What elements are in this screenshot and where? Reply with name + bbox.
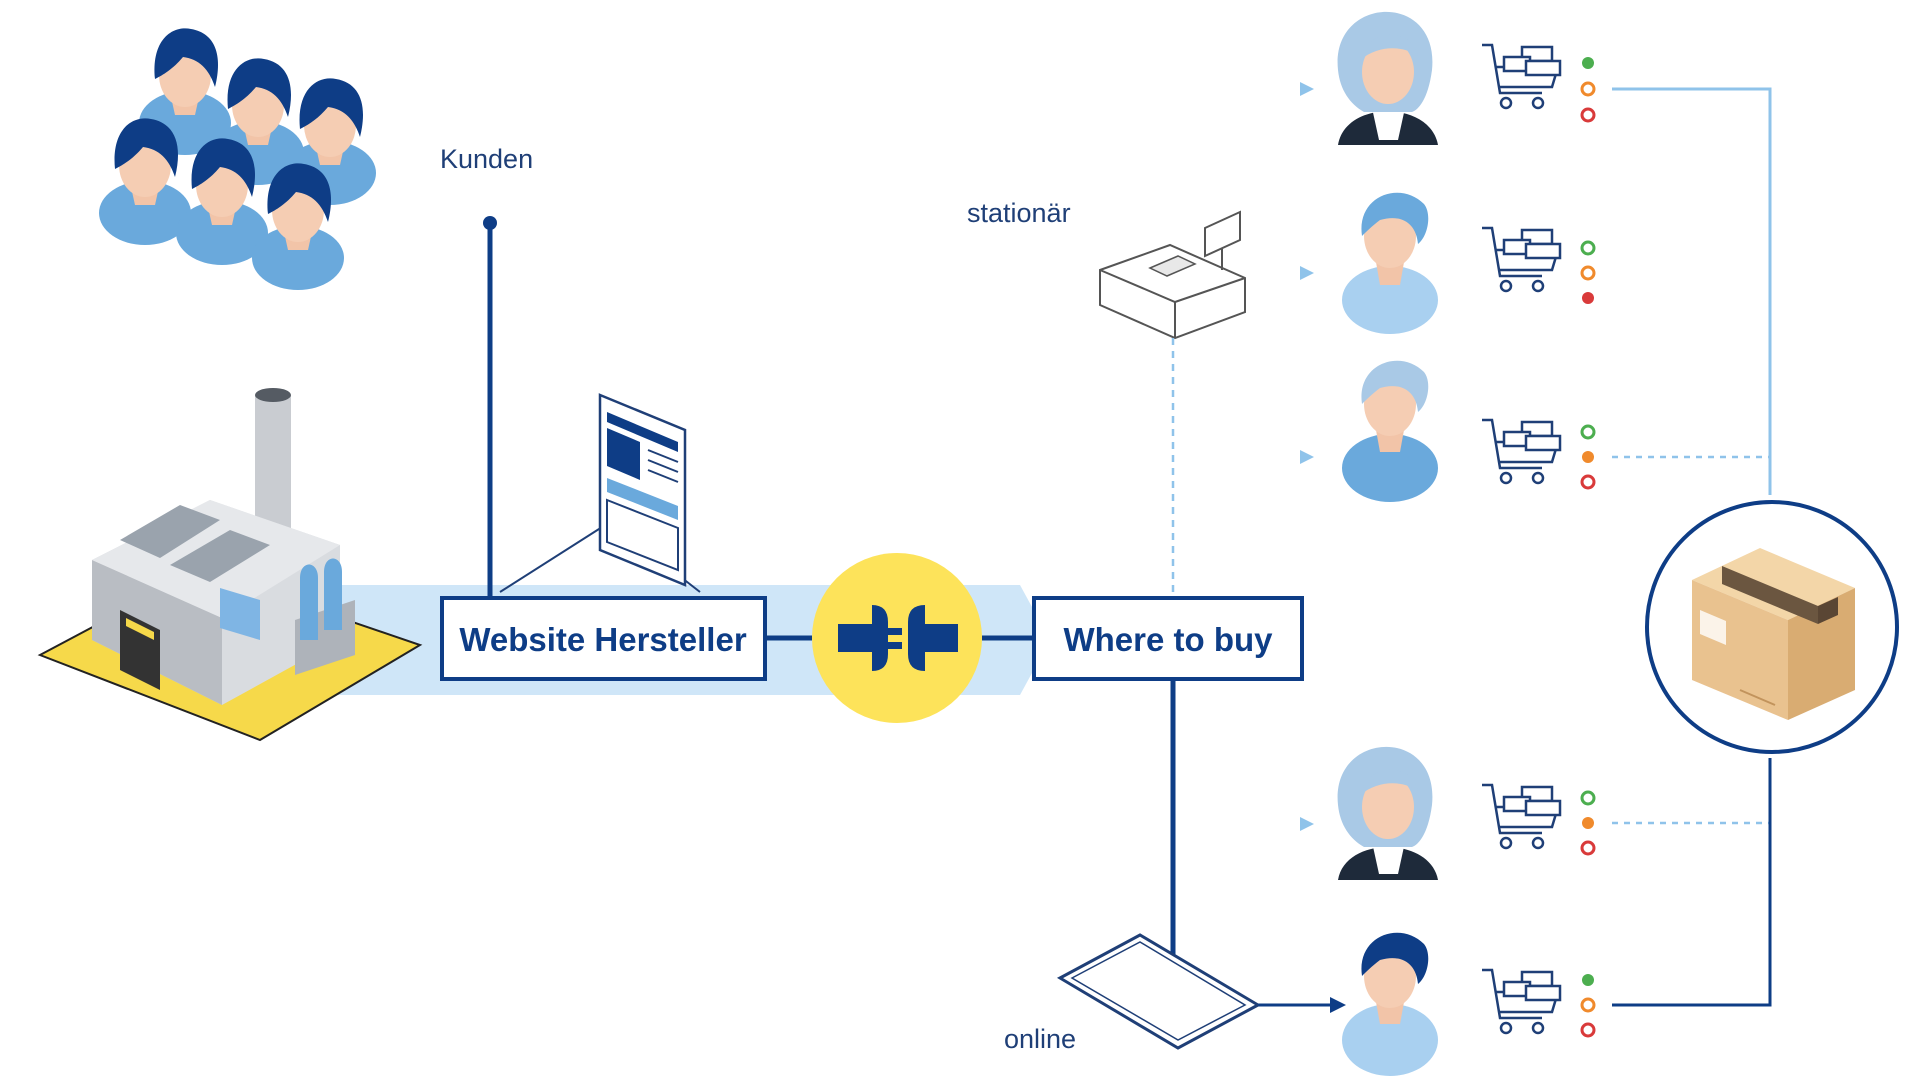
retailer-person-icon xyxy=(1342,932,1438,1076)
retailer-row-4 xyxy=(1300,746,1596,880)
retailer-row-5 xyxy=(1342,932,1596,1076)
plug-connector-icon xyxy=(812,553,982,723)
shopping-cart-icon xyxy=(1480,43,1562,110)
manufacturer-website-label: Website Hersteller xyxy=(459,621,747,658)
status-orange-icon xyxy=(1580,997,1596,1013)
status-green-icon xyxy=(1582,57,1594,69)
tablet-arrow xyxy=(1330,997,1346,1013)
pointer-icon xyxy=(1300,450,1314,464)
pointer-icon xyxy=(1300,82,1314,96)
status-green-icon xyxy=(1580,240,1596,256)
status-red-icon xyxy=(1580,840,1596,856)
retailer-person-icon xyxy=(1342,360,1438,502)
retailer-person-icon xyxy=(1337,746,1438,880)
retailer-5-package-link xyxy=(1612,758,1772,1007)
pointer-icon xyxy=(1300,817,1314,831)
status-green-icon xyxy=(1582,974,1594,986)
stationary-label: stationär xyxy=(967,198,1071,228)
package-icon xyxy=(1645,500,1899,754)
retailer-row-3 xyxy=(1300,360,1596,502)
manufacturer-website-box xyxy=(440,596,767,681)
factory-icon xyxy=(37,388,423,742)
status-orange-icon xyxy=(1582,451,1594,463)
retailer-row-1 xyxy=(1300,11,1596,145)
where-to-buy-box xyxy=(1032,596,1304,681)
status-red-icon xyxy=(1580,1022,1596,1038)
web-page-icon xyxy=(499,393,701,593)
retailer-person-icon xyxy=(1342,192,1438,334)
status-red-icon xyxy=(1580,107,1596,123)
retailer-row-2 xyxy=(1300,192,1596,334)
status-orange-icon xyxy=(1580,265,1596,281)
retailer-1-package-link xyxy=(1612,87,1772,495)
status-orange-icon xyxy=(1582,817,1594,829)
shopping-cart-icon xyxy=(1480,783,1562,850)
cash-register-icon xyxy=(1099,210,1246,340)
status-red-icon xyxy=(1582,292,1594,304)
status-green-icon xyxy=(1580,790,1596,806)
tablet-icon xyxy=(1056,933,1262,1050)
shopping-cart-icon xyxy=(1480,226,1562,293)
online-label: online xyxy=(1004,1024,1076,1054)
status-orange-icon xyxy=(1580,81,1596,97)
customers-label: Kunden xyxy=(440,144,533,174)
customer-group-icon xyxy=(99,28,376,290)
shopping-cart-icon xyxy=(1480,418,1562,485)
status-green-icon xyxy=(1580,424,1596,440)
retailer-person-icon xyxy=(1337,11,1438,145)
status-red-icon xyxy=(1580,474,1596,490)
pointer-icon xyxy=(1300,266,1314,280)
where-to-buy-label: Where to buy xyxy=(1063,621,1273,658)
shopping-cart-icon xyxy=(1480,968,1562,1035)
